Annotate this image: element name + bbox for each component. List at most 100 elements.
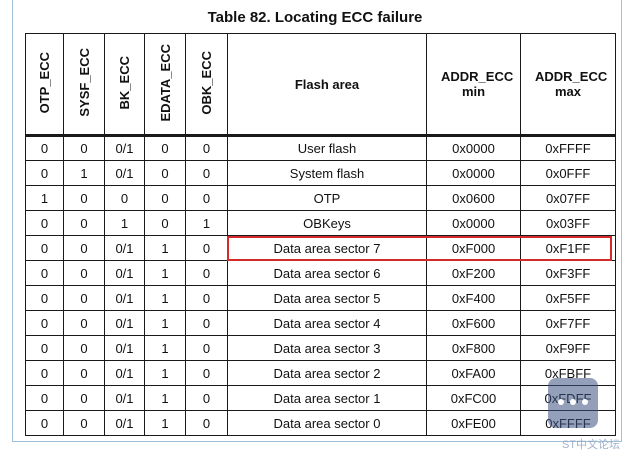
cell-flash-area: OTP — [227, 185, 427, 211]
cell-obk-ecc: 0 — [185, 185, 228, 211]
cell-flash-area: Data area sector 7 — [227, 235, 427, 261]
cell-addr-ecc-max: 0xF1FF — [520, 235, 616, 261]
cell-obk-ecc: 0 — [185, 160, 228, 186]
cell-addr-ecc-min: 0xF000 — [426, 235, 521, 261]
cell-otp-ecc: 0 — [25, 360, 64, 386]
cell-bk-ecc: 0/1 — [104, 160, 145, 186]
cell-flash-area: Data area sector 2 — [227, 360, 427, 386]
cell-flash-area: System flash — [227, 160, 427, 186]
cell-edata-ecc: 1 — [144, 360, 186, 386]
cell-obk-ecc: 1 — [185, 210, 228, 236]
cell-edata-ecc: 1 — [144, 410, 186, 436]
table-title: Table 82. Locating ECC failure — [207, 9, 423, 26]
header-row: OTP_ECC SYSF_ECC BK_ECC EDATA_ECC OBK_EC… — [25, 33, 616, 137]
header-edata-ecc: EDATA_ECC — [144, 33, 186, 137]
cell-addr-ecc-max: 0x07FF — [520, 185, 616, 211]
cell-sysf-ecc: 0 — [63, 385, 105, 411]
cell-sysf-ecc: 0 — [63, 185, 105, 211]
header-addr-ecc-min: ADDR_ECC min — [426, 33, 521, 137]
header-sysf-ecc: SYSF_ECC — [63, 33, 105, 137]
cell-bk-ecc: 0/1 — [104, 410, 145, 436]
cell-obk-ecc: 0 — [185, 410, 228, 436]
cell-otp-ecc: 0 — [25, 410, 64, 436]
cell-flash-area: User flash — [227, 135, 427, 161]
watermark-text: ST中文论坛 — [561, 439, 620, 451]
cell-bk-ecc: 0/1 — [104, 135, 145, 161]
cell-addr-ecc-max: 0xFFFF — [520, 410, 616, 436]
cell-obk-ecc: 0 — [185, 335, 228, 361]
cell-bk-ecc: 0/1 — [104, 285, 145, 311]
cell-otp-ecc: 0 — [25, 160, 64, 186]
cell-sysf-ecc: 0 — [63, 360, 105, 386]
cell-bk-ecc: 0 — [104, 185, 145, 211]
cell-obk-ecc: 0 — [185, 260, 228, 286]
cell-otp-ecc: 0 — [25, 260, 64, 286]
cell-addr-ecc-min: 0xFA00 — [426, 360, 521, 386]
header-addr-ecc-max: ADDR_ECC max — [520, 33, 616, 137]
cell-obk-ecc: 0 — [185, 285, 228, 311]
cell-obk-ecc: 0 — [185, 235, 228, 261]
cell-sysf-ecc: 0 — [63, 210, 105, 236]
cell-edata-ecc: 1 — [144, 235, 186, 261]
header-bk-ecc: BK_ECC — [104, 33, 145, 137]
cell-otp-ecc: 0 — [25, 235, 64, 261]
cell-sysf-ecc: 0 — [63, 235, 105, 261]
document-frame — [12, 0, 622, 442]
header-otp-ecc: OTP_ECC — [25, 33, 64, 137]
cell-flash-area: Data area sector 6 — [227, 260, 427, 286]
cell-addr-ecc-min: 0xF800 — [426, 335, 521, 361]
cell-edata-ecc: 0 — [144, 210, 186, 236]
cell-addr-ecc-max: 0xF3FF — [520, 260, 616, 286]
cell-sysf-ecc: 0 — [63, 310, 105, 336]
cell-otp-ecc: 0 — [25, 135, 64, 161]
cell-obk-ecc: 0 — [185, 360, 228, 386]
cell-edata-ecc: 1 — [144, 385, 186, 411]
cell-addr-ecc-max: 0x03FF — [520, 210, 616, 236]
cell-obk-ecc: 0 — [185, 310, 228, 336]
cell-bk-ecc: 0/1 — [104, 235, 145, 261]
cell-sysf-ecc: 1 — [63, 160, 105, 186]
cell-flash-area: Data area sector 3 — [227, 335, 427, 361]
cell-addr-ecc-min: 0x0600 — [426, 185, 521, 211]
cell-addr-ecc-min: 0x0000 — [426, 210, 521, 236]
cell-bk-ecc: 0/1 — [104, 335, 145, 361]
cell-addr-ecc-min: 0xF600 — [426, 310, 521, 336]
cell-otp-ecc: 0 — [25, 285, 64, 311]
cell-addr-ecc-max: 0xF7FF — [520, 310, 616, 336]
cell-addr-ecc-max: 0x0FFF — [520, 160, 616, 186]
cell-addr-ecc-min: 0x0000 — [426, 160, 521, 186]
cell-addr-ecc-min: 0xF200 — [426, 260, 521, 286]
cell-obk-ecc: 0 — [185, 135, 228, 161]
ecc-table: OTP_ECC SYSF_ECC BK_ECC EDATA_ECC OBK_EC… — [25, 33, 616, 436]
cell-sysf-ecc: 0 — [63, 135, 105, 161]
cell-flash-area: Data area sector 4 — [227, 310, 427, 336]
cell-addr-ecc-max: 0xF5FF — [520, 285, 616, 311]
header-obk-ecc: OBK_ECC — [185, 33, 228, 137]
cell-flash-area: Data area sector 0 — [227, 410, 427, 436]
cell-otp-ecc: 0 — [25, 210, 64, 236]
cell-otp-ecc: 0 — [25, 310, 64, 336]
cell-addr-ecc-max: 0xFDFF — [520, 385, 616, 411]
cell-otp-ecc: 1 — [25, 185, 64, 211]
cell-otp-ecc: 0 — [25, 385, 64, 411]
cell-bk-ecc: 0/1 — [104, 360, 145, 386]
cell-flash-area: Data area sector 5 — [227, 285, 427, 311]
cell-edata-ecc: 1 — [144, 335, 186, 361]
cell-edata-ecc: 1 — [144, 310, 186, 336]
cell-edata-ecc: 0 — [144, 135, 186, 161]
cell-addr-ecc-max: 0xFBFF — [520, 360, 616, 386]
cell-flash-area: OBKeys — [227, 210, 427, 236]
cell-bk-ecc: 0/1 — [104, 385, 145, 411]
cell-addr-ecc-max: 0xF9FF — [520, 335, 616, 361]
cell-obk-ecc: 0 — [185, 385, 228, 411]
